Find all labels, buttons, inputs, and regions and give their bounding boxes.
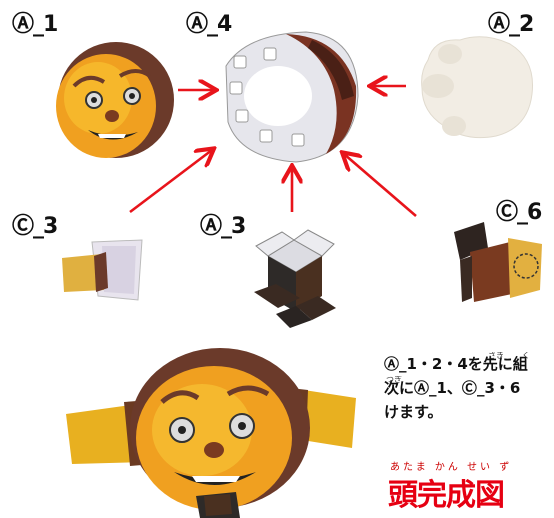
instruction-line-2: つぎ 次にⒶ_1、Ⓒ_3・6	[384, 376, 554, 400]
arrow-c3-to-a4	[129, 150, 212, 214]
instruction-text: さき く Ⓐ_1・2・4を先に組 つぎ 次にⒶ_1、Ⓒ_3・6 けます。	[384, 352, 554, 424]
part-c6-ear	[454, 222, 542, 302]
label-a1: Ⓐ_1	[12, 12, 58, 37]
label-a4: Ⓐ_4	[186, 12, 232, 37]
instruction-line-3: けます。	[384, 403, 443, 421]
label-c6: Ⓒ_6	[496, 200, 542, 225]
completed-head-illustration	[66, 348, 356, 518]
label-c3: Ⓒ_3	[12, 214, 58, 239]
completed-title-furigana: あたま かん せい ず	[390, 462, 513, 473]
ruby-saki: さき	[488, 352, 504, 360]
instruction-line-1: さき く Ⓐ_1・2・4を先に組	[384, 352, 554, 376]
part-a2-backplate	[421, 36, 534, 139]
arrow-c6-to-a4	[344, 154, 417, 217]
part-a4-ring	[225, 31, 359, 163]
instruction-line-2-text: 次にⒶ_1、Ⓒ_3・6	[384, 379, 521, 397]
completed-title: 頭完成図	[388, 478, 505, 513]
part-c3-ear	[62, 239, 143, 301]
part-a3-box	[254, 229, 336, 328]
ruby-tsugi: つぎ	[386, 376, 402, 384]
instruction-line-1-text: Ⓐ_1・2・4を先に組	[384, 355, 528, 373]
label-a2: Ⓐ_2	[488, 12, 534, 37]
ruby-ku: く	[522, 352, 530, 360]
part-a1-face	[56, 42, 174, 158]
label-a3: Ⓐ_3	[200, 214, 246, 239]
